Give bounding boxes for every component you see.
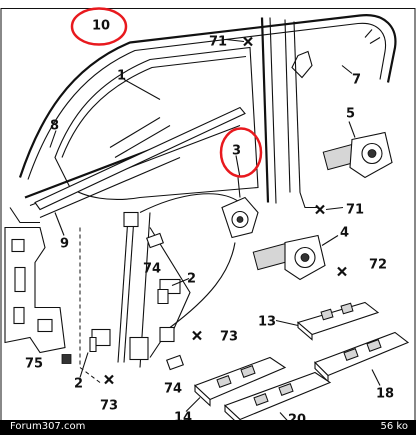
window-regulator: [79, 177, 259, 383]
label-72: 72: [369, 258, 387, 273]
label-7: 7: [352, 73, 361, 88]
label-10: 10: [92, 19, 110, 34]
highlight-circle-10: [70, 7, 128, 46]
label-73-bottom: 73: [100, 399, 118, 414]
label-2-upper: 2: [187, 272, 196, 287]
label-18: 18: [376, 387, 394, 402]
switch-20: [223, 371, 332, 427]
label-3: 3: [232, 144, 241, 159]
clip-parts: [61, 232, 184, 371]
label-74-lower: 74: [164, 382, 182, 397]
label-2-lower: 2: [74, 377, 83, 392]
label-71-top: 71: [209, 35, 227, 50]
label-4: 4: [340, 226, 349, 241]
window-motor-4: [252, 234, 326, 281]
footer-source: Forum307.com: [10, 421, 86, 432]
switch-14: [193, 356, 287, 407]
label-74-upper: 74: [143, 262, 161, 277]
label-5: 5: [346, 107, 355, 122]
leader-lines: [49, 38, 381, 424]
image-footer-bar: Forum307.com 56 ko: [0, 420, 416, 435]
screw-markers: [104, 36, 347, 385]
footer-size: 56 ko: [380, 421, 408, 432]
label-75: 75: [25, 357, 43, 372]
door-panel-left: [4, 226, 66, 354]
window-motor-5: [322, 131, 393, 179]
label-9: 9: [60, 237, 69, 252]
label-8: 8: [50, 119, 59, 134]
label-71-right: 71: [346, 203, 364, 218]
highlight-circle-3: [219, 127, 263, 178]
label-1: 1: [117, 69, 126, 84]
switch-13: [296, 301, 380, 341]
plug-75: [61, 354, 72, 364]
label-73-right: 73: [220, 330, 238, 345]
switch-18: [314, 331, 410, 383]
door-window-frame: [9, 14, 397, 224]
label-13: 13: [258, 315, 276, 330]
